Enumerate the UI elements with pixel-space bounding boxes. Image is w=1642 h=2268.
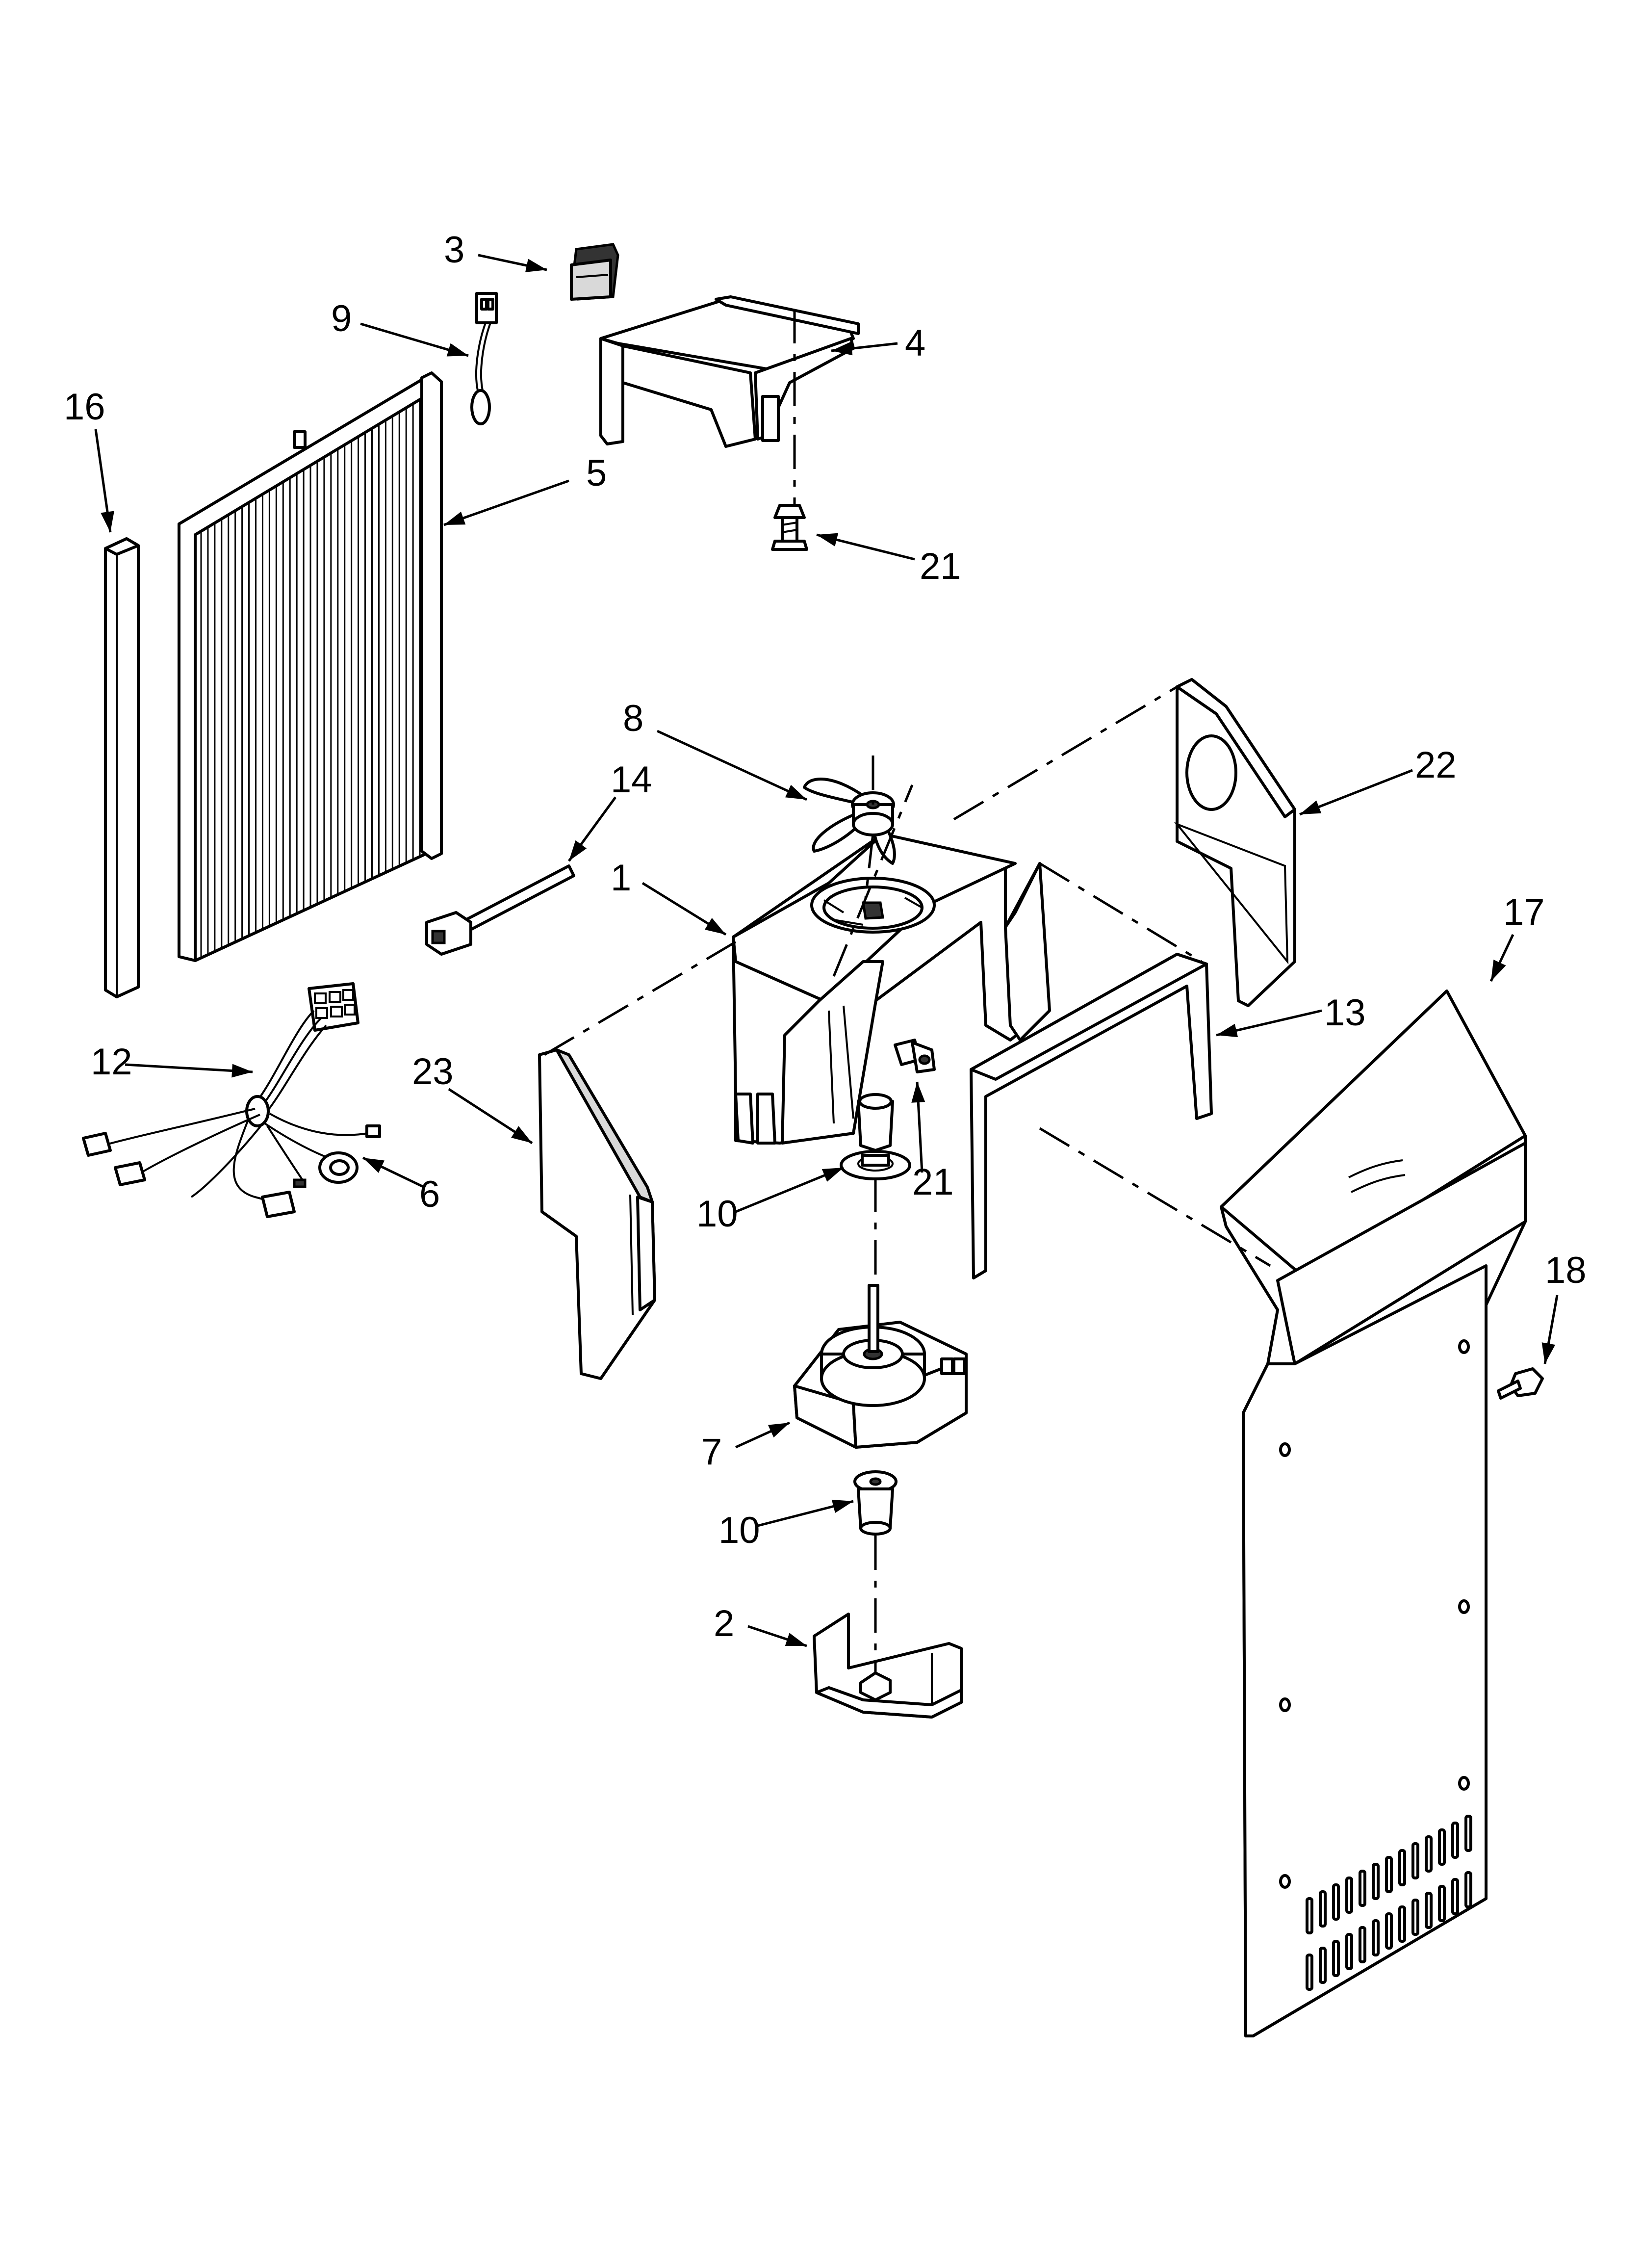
- callout-leader: [656, 730, 808, 801]
- vent-slot: [1372, 1919, 1380, 1956]
- part-side-baffle-left: [538, 1048, 656, 1380]
- vent-slot: [1359, 1926, 1366, 1963]
- vent-slot: [1372, 1863, 1380, 1900]
- callout-arrowhead: [768, 1423, 790, 1438]
- callout-18: 18: [1545, 1250, 1587, 1291]
- callout-arrowhead: [704, 918, 726, 935]
- vent-slot: [1306, 1897, 1313, 1934]
- callout-arrowhead: [785, 1633, 807, 1646]
- vent-slot: [1332, 1940, 1340, 1977]
- part-cable-tie: [425, 864, 575, 956]
- part-motor-bracket: [813, 1613, 963, 1719]
- vent-slot: [1425, 1892, 1433, 1929]
- callout-arrowhead: [911, 1082, 925, 1103]
- callout-4: 4: [905, 322, 925, 364]
- callout-10-lower: 10: [718, 1510, 760, 1551]
- callout-arrowhead: [1300, 800, 1322, 814]
- part-small-clip: [570, 243, 619, 301]
- vent-slot: [1438, 1885, 1446, 1922]
- callout-5: 5: [586, 452, 607, 494]
- vent-slot: [1438, 1828, 1446, 1866]
- vent-slot: [1451, 1878, 1459, 1915]
- vent-slot: [1332, 1883, 1340, 1921]
- part-foam-strip: [104, 537, 140, 998]
- part-evaporator: [178, 371, 443, 962]
- callout-arrowhead: [363, 1158, 385, 1173]
- callout-arrowhead: [1491, 960, 1506, 981]
- callout-8: 8: [623, 698, 643, 739]
- callout-arrowhead: [817, 533, 839, 547]
- part-fan-motor: [793, 1284, 968, 1449]
- callout-3: 3: [444, 229, 464, 271]
- vent-slot: [1319, 1947, 1327, 1984]
- part-wire-harness: [82, 982, 381, 1218]
- assembly-lines: [543, 309, 1271, 1673]
- callout-21-lower: 21: [912, 1161, 954, 1203]
- part-screw-shroud: [894, 1039, 936, 1073]
- vent-slot: [1359, 1870, 1366, 1907]
- part-fan-shroud: [732, 833, 1051, 1145]
- callout-14: 14: [611, 759, 652, 801]
- callout-17: 17: [1503, 891, 1545, 933]
- vent-slot: [1411, 1842, 1419, 1879]
- vent-slot: [1385, 1856, 1393, 1893]
- callout-arrowhead: [785, 784, 807, 800]
- callout-arrowhead: [101, 511, 114, 532]
- vent-slot: [1464, 1815, 1472, 1852]
- vent-slot: [1385, 1912, 1393, 1950]
- vent-slot: [1398, 1849, 1406, 1886]
- callout-arrowhead: [446, 343, 468, 357]
- callout-1: 1: [611, 857, 631, 899]
- callout-leader: [125, 1063, 253, 1073]
- callout-arrowhead: [444, 511, 466, 525]
- vent-slot: [1451, 1822, 1459, 1859]
- callout-21-upper: 21: [920, 546, 961, 587]
- vent-slot: [1398, 1905, 1406, 1943]
- part-duct-seal-frame: [970, 953, 1213, 1279]
- callout-10-upper: 10: [696, 1193, 738, 1235]
- part-motor-grommet-lower: [853, 1470, 898, 1536]
- part-motor-grommet-upper: [840, 1093, 911, 1180]
- callout-23: 23: [412, 1051, 454, 1093]
- callout-arrowhead: [569, 840, 587, 861]
- callout-7: 7: [701, 1431, 722, 1473]
- callout-arrowhead: [1216, 1023, 1238, 1038]
- callout-16: 16: [64, 386, 105, 428]
- vent-slot: [1464, 1871, 1472, 1908]
- callout-13: 13: [1324, 992, 1366, 1034]
- part-thermistor: [470, 292, 498, 425]
- part-rear-panel: [1220, 990, 1527, 2037]
- part-side-baffle-right: [1174, 678, 1296, 1007]
- callout-leader: [443, 479, 569, 526]
- vent-slot: [1411, 1899, 1419, 1936]
- part-evaporator-cover-bracket: [599, 295, 860, 448]
- callout-9: 9: [331, 298, 352, 339]
- callout-arrowhead: [831, 341, 853, 356]
- callout-2: 2: [714, 1603, 734, 1644]
- panel-holes: [1279, 1339, 1470, 1889]
- callout-arrowhead: [831, 1499, 853, 1513]
- vent-slot: [1425, 1835, 1433, 1873]
- callout-22: 22: [1415, 744, 1457, 786]
- callout-leaders: [94, 254, 1559, 1647]
- callout-labels: 3 9 4 16 5 21 8 22 14 17 1 13 12 23 21 6…: [64, 229, 1587, 1644]
- callout-arrowhead: [525, 259, 547, 272]
- part-screw-panel: [1497, 1367, 1544, 1400]
- callout-arrowhead: [231, 1064, 253, 1078]
- callout-arrowhead: [511, 1126, 532, 1143]
- callout-12: 12: [91, 1041, 132, 1083]
- vent-slot: [1319, 1890, 1327, 1928]
- part-fan-blade: [803, 778, 896, 865]
- callout-6: 6: [419, 1173, 440, 1215]
- panel-vents: [1306, 1815, 1472, 1991]
- callout-arrowhead: [821, 1168, 844, 1182]
- vent-slot: [1306, 1954, 1313, 1991]
- vent-slot: [1345, 1933, 1353, 1970]
- part-screw-bracket: [771, 504, 808, 551]
- callout-arrowhead: [1541, 1342, 1556, 1364]
- vent-slot: [1345, 1877, 1353, 1914]
